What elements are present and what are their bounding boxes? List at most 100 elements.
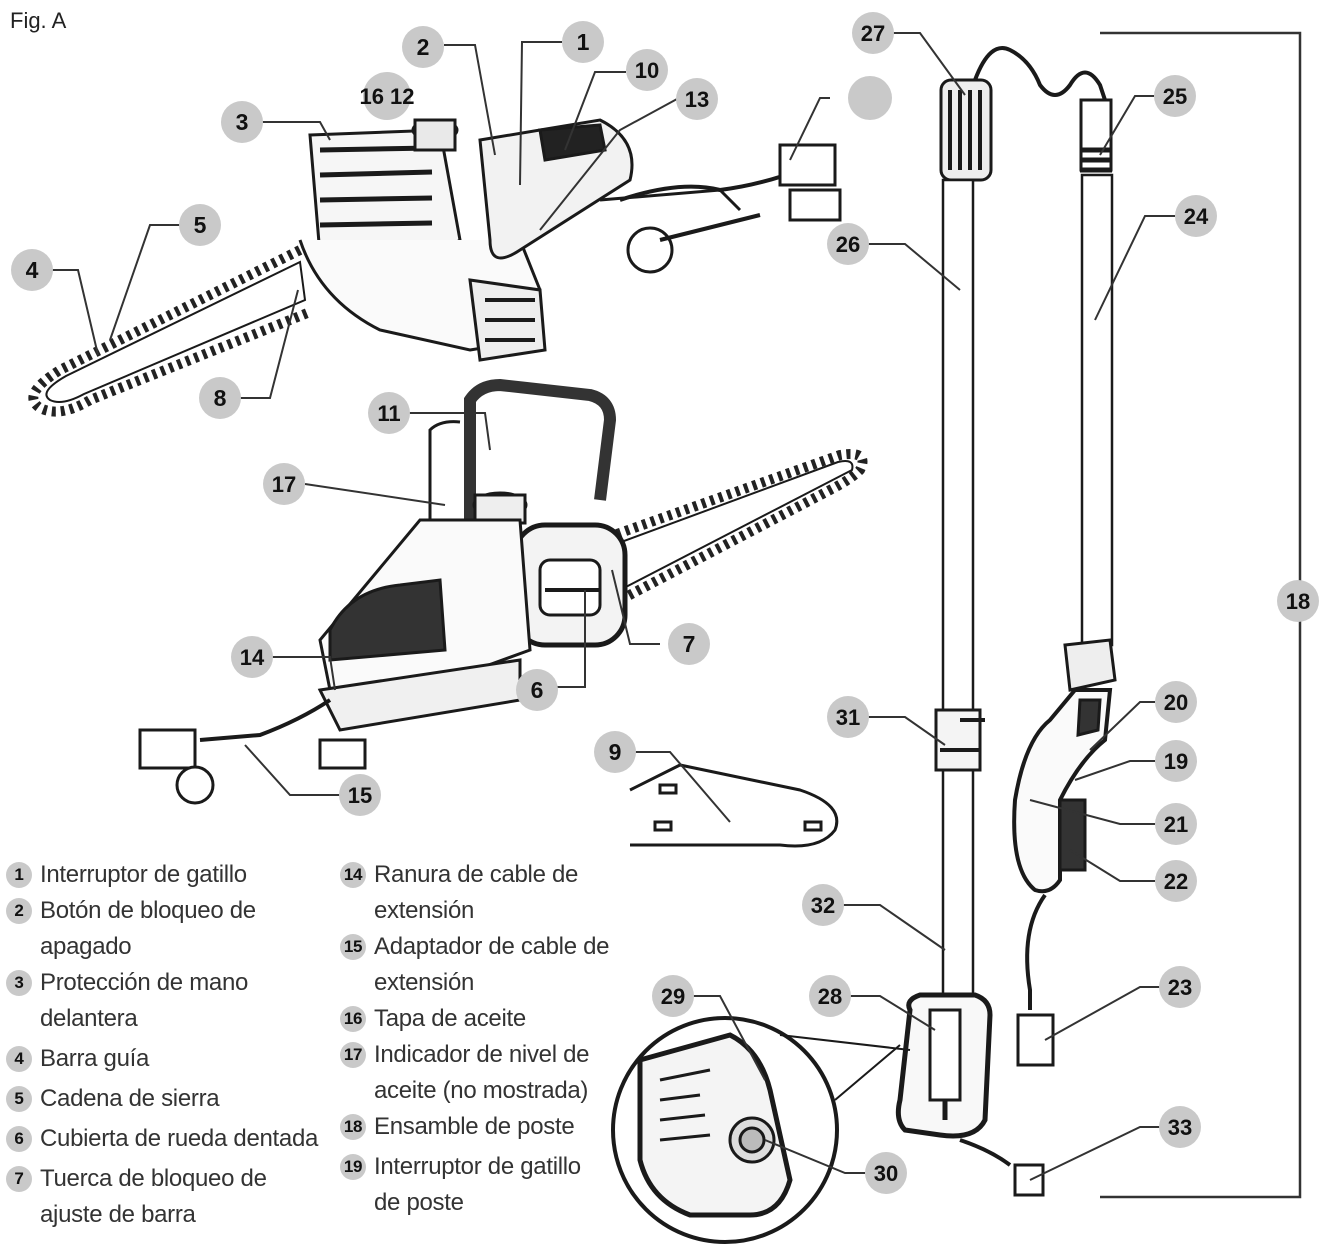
callout-31: 31 — [827, 696, 869, 738]
callout-14: 14 — [231, 636, 273, 678]
callout-11-label: 11 — [377, 401, 400, 426]
callout-13-label: 13 — [685, 87, 709, 112]
callout-32-label: 32 — [811, 893, 835, 918]
legend-item-17: 17 Indicador de nivel de aceite (no mostra… — [340, 1037, 630, 1109]
callout-26: 26 — [827, 223, 869, 265]
callout-5-label: 5 — [194, 212, 207, 238]
legend-badge: 16 — [340, 1006, 366, 1032]
callout-3-label: 3 — [236, 109, 249, 135]
callout-10-label: 10 — [635, 58, 659, 83]
callout-4: 4 — [11, 249, 53, 291]
callout-31-label: 31 — [836, 705, 860, 730]
callout-9: 9 — [594, 731, 636, 773]
legend-item-1: 1 Interruptor de gatillo — [6, 857, 326, 893]
legend-badge: 14 — [340, 862, 366, 888]
legend-text: aceite (no mostrada) — [374, 1077, 589, 1104]
callout-10: 10 — [626, 49, 668, 91]
callout-9-label: 9 — [609, 739, 622, 765]
callout-24-label: 24 — [1184, 204, 1209, 229]
callout-30: 30 — [865, 1152, 907, 1194]
guide-bar-drawing — [629, 763, 839, 848]
legend-item-5: 5 Cadena de sierra — [6, 1081, 326, 1117]
callout-20: 20 — [1155, 681, 1197, 723]
callout-7: 7 — [668, 623, 710, 665]
callout-6-label: 6 — [531, 677, 544, 703]
pole-left-drawing — [895, 46, 1107, 1197]
legend-badge: 6 — [6, 1126, 32, 1152]
callout-6: 6 — [516, 669, 558, 711]
legend-item-7: 7 Tuerca de bloqueo de ajuste de barra — [6, 1161, 326, 1233]
callout-1: 1 — [562, 21, 604, 63]
callout-27: 27 — [852, 12, 894, 54]
callout-4-label: 4 — [26, 257, 39, 283]
callout-18-label: 18 — [1286, 589, 1310, 614]
callout-17: 17 — [263, 463, 305, 505]
lower-chainsaw-drawing — [138, 378, 868, 805]
callout-23-label: 23 — [1168, 975, 1192, 1000]
callout-32: 32 — [802, 884, 844, 926]
legend-text: de poste — [374, 1189, 464, 1216]
pole-right-drawing — [1012, 98, 1117, 1067]
callout-22-label: 22 — [1164, 869, 1188, 894]
callout-19-label: 19 — [1164, 749, 1188, 774]
callout-21: 21 — [1155, 803, 1197, 845]
legend-text: ajuste de barra — [40, 1201, 196, 1228]
legend-badge: 7 — [6, 1166, 32, 1192]
legend-badge: 19 — [340, 1154, 366, 1180]
callout-19: 19 — [1155, 740, 1197, 782]
callout-16-12: 16 12 — [359, 72, 415, 120]
callout-28-label: 28 — [818, 984, 842, 1009]
legend-badge: 18 — [340, 1114, 366, 1140]
legend-badge: 3 — [6, 970, 32, 996]
legend-text: Tuerca de bloqueo de — [40, 1165, 267, 1192]
callout-27-label: 27 — [861, 21, 885, 46]
legend-text: Protección de mano — [40, 969, 249, 996]
legend-item-6: 6 Cubierta de rueda dentada — [6, 1121, 326, 1157]
callout-17-label: 17 — [272, 472, 296, 497]
legend-text: Cadena de sierra — [40, 1085, 220, 1112]
legend-badge: 17 — [340, 1042, 366, 1068]
legend-text: Interruptor de gatillo — [40, 861, 247, 888]
callout-33-label: 33 — [1168, 1115, 1192, 1140]
callout-3: 3 — [221, 101, 263, 143]
callout-25: 25 — [1154, 75, 1196, 117]
legend-item-4: 4 Barra guía — [6, 1041, 326, 1077]
callout-2: 2 — [402, 26, 444, 68]
callout-8: 8 — [199, 377, 241, 419]
legend-text: Cubierta de rueda dentada — [40, 1125, 319, 1152]
legend-badge: 5 — [6, 1086, 32, 1112]
callout-blank — [848, 76, 892, 120]
legend-text: Indicador de nivel de — [374, 1041, 590, 1068]
callout-2-label: 2 — [417, 34, 430, 60]
legend-text: Barra guía — [40, 1045, 150, 1072]
callout-15-label: 15 — [348, 783, 372, 808]
callout-14-label: 14 — [240, 645, 265, 670]
legend-item-16: 16 Tapa de aceite — [340, 1001, 630, 1037]
legend-text: Botón de bloqueo de — [40, 897, 256, 924]
legend-text: Adaptador de cable de — [374, 933, 610, 960]
legend-badge: 15 — [340, 934, 366, 960]
callout-28: 28 — [809, 975, 851, 1017]
callout-25-label: 25 — [1163, 84, 1187, 109]
legend-text: extensión — [374, 897, 475, 924]
leader-lines — [52, 32, 1175, 1181]
callout-22: 22 — [1155, 860, 1197, 902]
callout-16-12-label: 16 12 — [359, 84, 414, 109]
legend-badge: 2 — [6, 898, 32, 924]
callout-26-label: 26 — [836, 232, 860, 257]
legend-text: Tapa de aceite — [374, 1005, 526, 1032]
upper-chainsaw-drawing — [28, 118, 842, 417]
callout-21-label: 21 — [1164, 812, 1188, 837]
legend-badge: 1 — [6, 862, 32, 888]
callout-24: 24 — [1175, 195, 1217, 237]
legend-left-column: 1 Interruptor de gatillo 2 Botón de bloque… — [6, 857, 326, 1233]
legend-badge: 4 — [6, 1046, 32, 1072]
legend-text: apagado — [40, 933, 132, 960]
callout-29-label: 29 — [661, 984, 685, 1009]
